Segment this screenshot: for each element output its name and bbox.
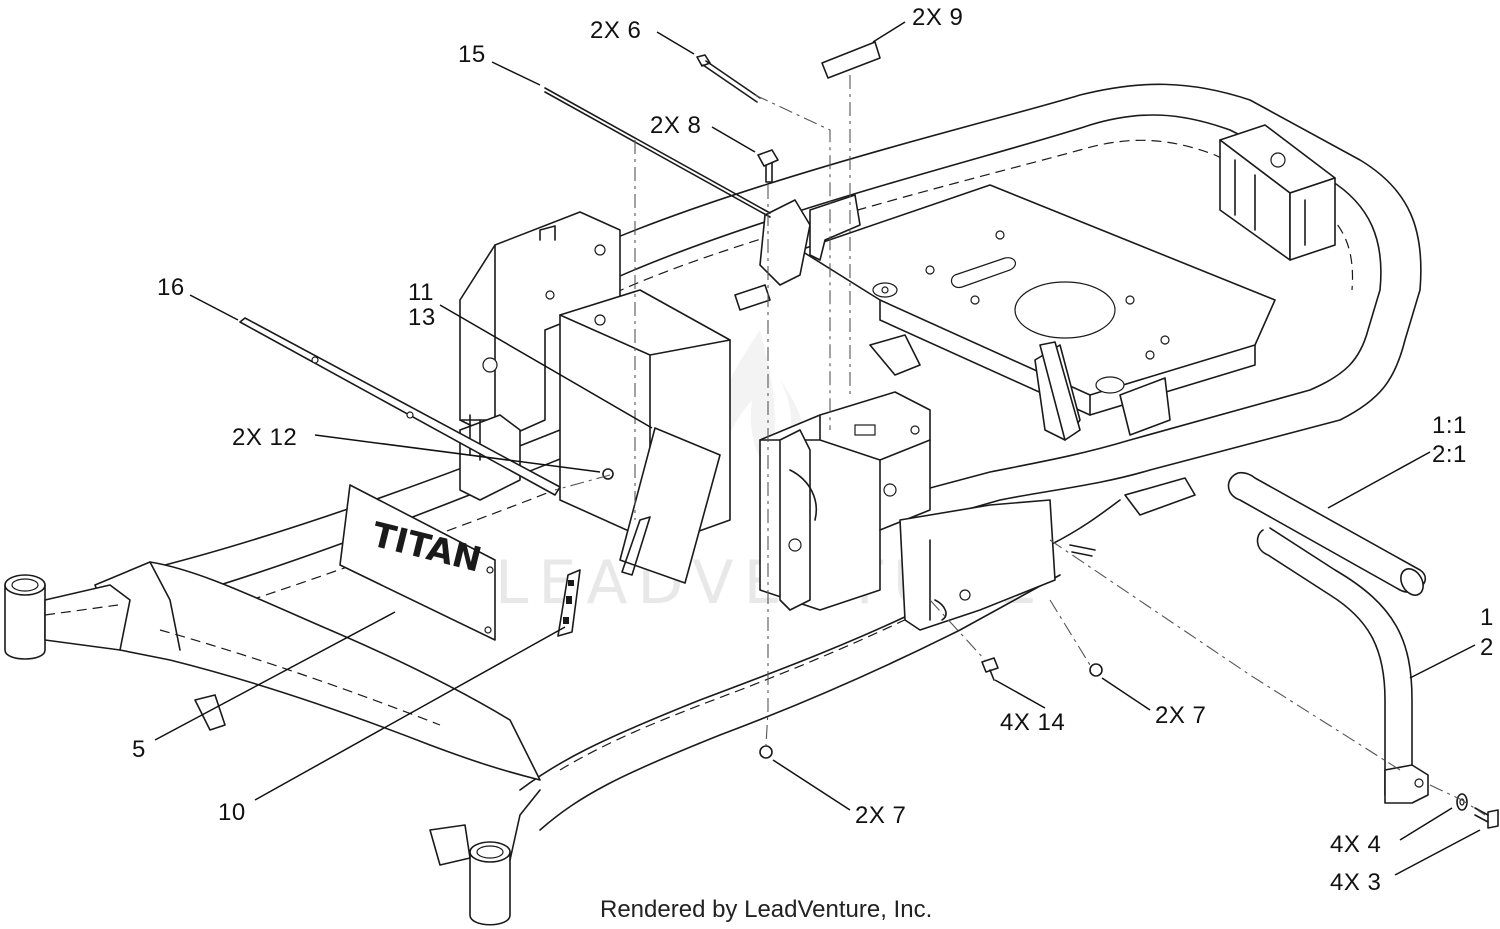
callout-5: 5 <box>132 736 146 763</box>
part-3-bolt <box>1474 807 1499 829</box>
part-7-nut-b <box>759 745 773 759</box>
callout-13: 13 <box>408 304 436 331</box>
callout-4x3: 4X 3 <box>1330 869 1381 896</box>
part-9-label <box>821 41 881 79</box>
leader-lines <box>154 21 1481 876</box>
callout-2x7-right: 2X 7 <box>1155 702 1206 729</box>
callout-2x6: 2X 6 <box>590 17 641 44</box>
rear-mount-bracket <box>1219 124 1336 261</box>
part-10-decal <box>557 569 581 637</box>
part-6-bolt <box>696 54 761 103</box>
part-8-bolt <box>757 149 779 183</box>
callout-2x12: 2X 12 <box>232 424 297 451</box>
callout-4x14: 4X 14 <box>1000 709 1065 736</box>
part-4-washer <box>1456 793 1468 811</box>
callout-4x4: 4X 4 <box>1330 831 1381 858</box>
callout-2x7-bottom: 2X 7 <box>855 802 906 829</box>
caster-housing-right <box>194 694 541 926</box>
callout-1-1: 1:1 <box>1432 412 1467 439</box>
part-1-2-handle-bar <box>1227 471 1429 804</box>
part-11-13-plate <box>619 427 721 584</box>
seat-hinge-brackets <box>734 194 1081 441</box>
callout-15: 15 <box>458 41 486 68</box>
callout-2x9: 2X 9 <box>912 4 963 31</box>
callout-labels: 2X 6 2X 9 15 2X 8 16 11 13 2X 12 1:1 2:1… <box>132 4 1494 896</box>
assembly-lines <box>554 75 1486 816</box>
caster-housing-left <box>4 574 131 660</box>
part-5-logo-plate: TITAN <box>339 484 496 641</box>
part-7-nut-a <box>1089 663 1103 677</box>
right-control-tower <box>759 391 1056 631</box>
part-14-bolt <box>981 657 999 681</box>
callout-11: 11 <box>408 279 434 306</box>
callout-1: 1 <box>1480 604 1494 631</box>
callout-2x8: 2X 8 <box>650 112 701 139</box>
part-12-nut <box>602 468 614 480</box>
footer-credit: Rendered by LeadVenture, Inc. <box>600 896 932 923</box>
part-16-strip <box>239 317 561 496</box>
callout-16: 16 <box>157 274 185 301</box>
callout-2-1: 2:1 <box>1432 441 1467 468</box>
callout-2: 2 <box>1480 634 1494 661</box>
part-15-rod <box>544 87 771 218</box>
callout-10: 10 <box>218 799 246 826</box>
